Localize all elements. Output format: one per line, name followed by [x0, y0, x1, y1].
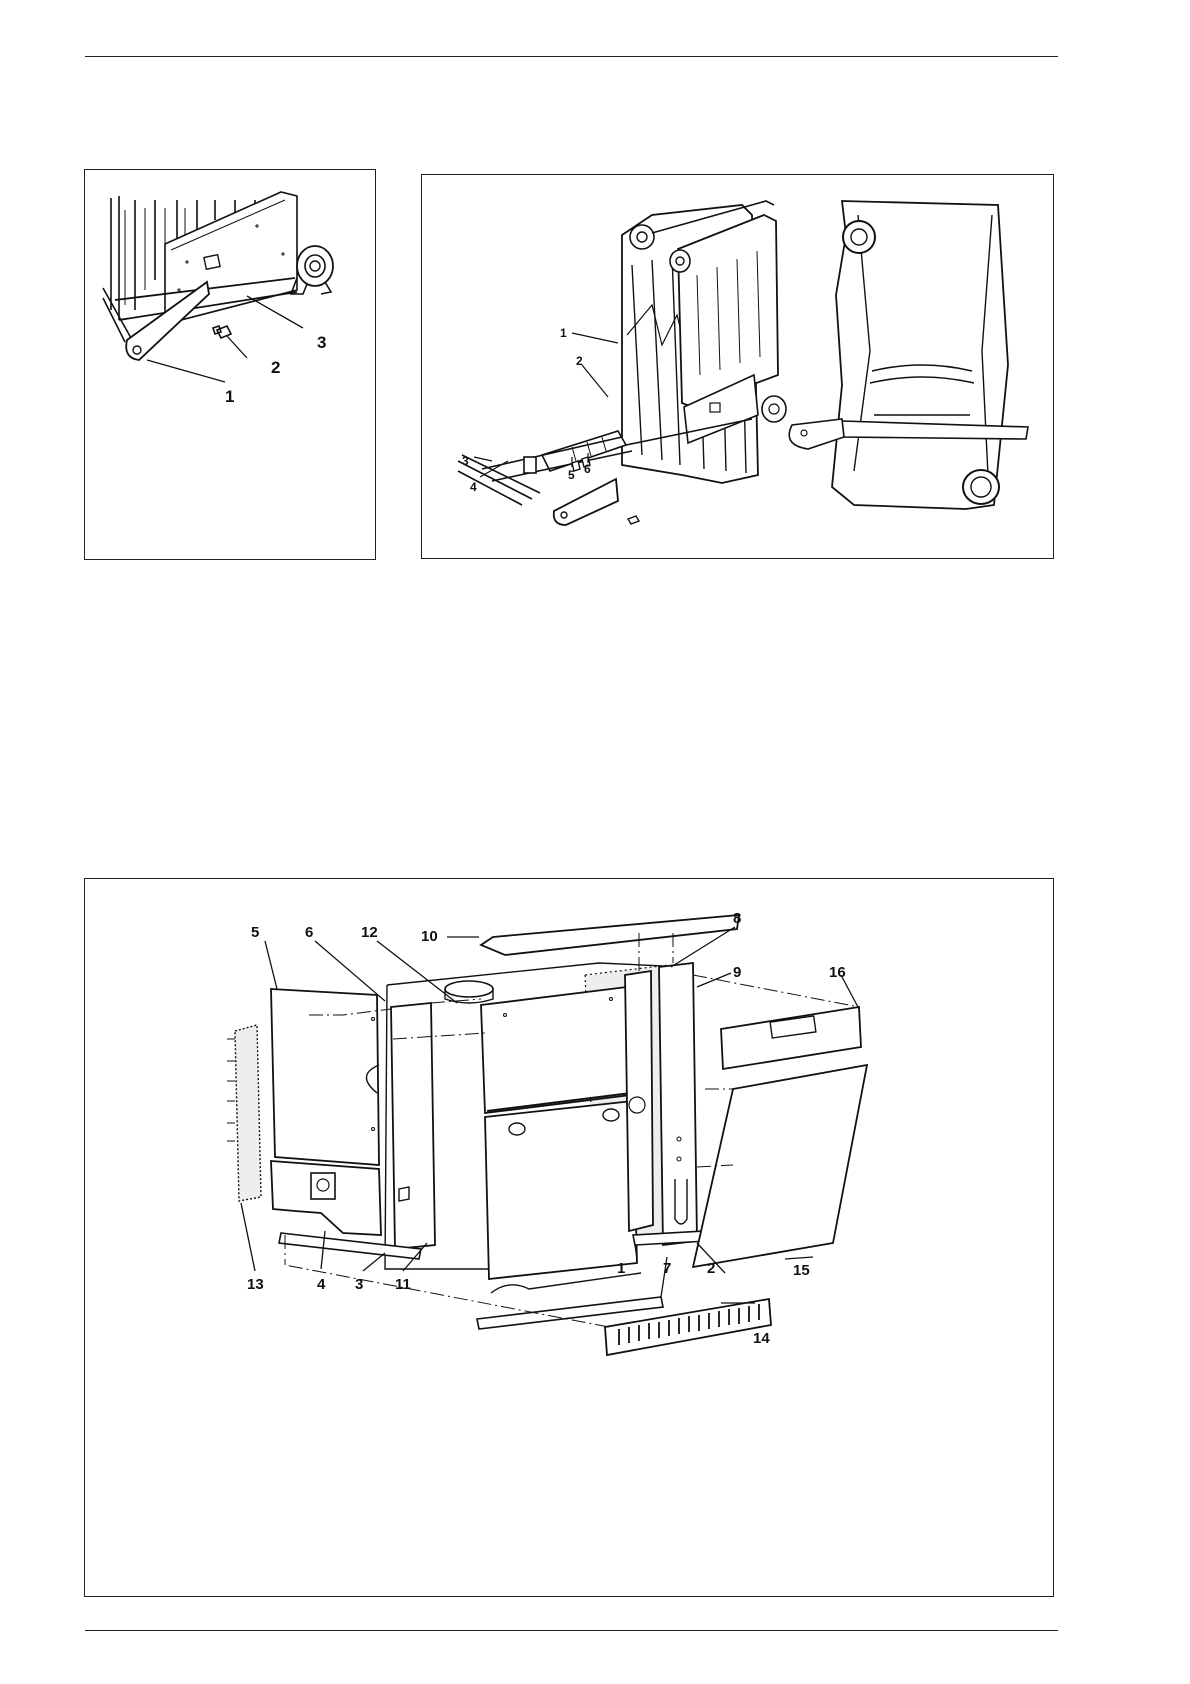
- figure-c-callout-9: 9: [733, 964, 741, 981]
- figure-b-callout-3: 3: [462, 454, 469, 468]
- figure-c-callout-15: 15: [793, 1262, 810, 1279]
- figure-b-callout-4: 4: [470, 480, 477, 494]
- figure-c-callout-10: 10: [421, 928, 438, 945]
- header-rule: [85, 56, 1058, 57]
- figure-c-callout-5: 5: [251, 924, 259, 941]
- figure-c-callout-12: 12: [361, 924, 378, 941]
- figure-b-drawing: 1 2 3 4 5 6: [422, 175, 1055, 560]
- figure-c-callout-11: 11: [395, 1276, 411, 1293]
- figure-a-callout-2: 2: [271, 358, 280, 377]
- boiler-section-drawing: [103, 192, 333, 382]
- footer-rule: [85, 1630, 1058, 1631]
- figure-c-panel: 5 6 12 10 8 9 16 15 14 1 7 2 13 4 3 11: [84, 878, 1054, 1597]
- figure-c-callout-2: 2: [707, 1260, 715, 1277]
- figure-a-panel: 1 2 3: [84, 169, 376, 560]
- boiler-assembly-drawing: [458, 201, 1028, 525]
- figure-c-callout-8: 8: [733, 910, 741, 927]
- figure-c-callout-6: 6: [305, 924, 313, 941]
- figure-c-callout-16: 16: [829, 964, 846, 981]
- figure-c-drawing: 5 6 12 10 8 9 16 15 14 1 7 2 13 4 3 11: [85, 879, 1055, 1598]
- figure-b-callout-6: 6: [584, 462, 591, 476]
- figure-a-callout-1: 1: [225, 387, 234, 406]
- figure-c-callout-7: 7: [663, 1260, 671, 1277]
- figure-c-callout-4: 4: [317, 1276, 326, 1293]
- figure-c-callout-14: 14: [753, 1330, 770, 1347]
- figure-b-callout-5: 5: [568, 468, 575, 482]
- figure-b-callout-2: 2: [576, 354, 583, 368]
- figure-a-drawing: 1 2 3: [85, 170, 377, 561]
- figure-c-callout-1: 1: [617, 1260, 625, 1277]
- figure-a-callout-3: 3: [317, 333, 326, 352]
- figure-b-panel: 1 2 3 4 5 6: [421, 174, 1054, 559]
- figure-c-callout-3: 3: [355, 1276, 363, 1293]
- figure-b-callout-1: 1: [560, 326, 567, 340]
- figure-c-callout-13: 13: [247, 1276, 264, 1293]
